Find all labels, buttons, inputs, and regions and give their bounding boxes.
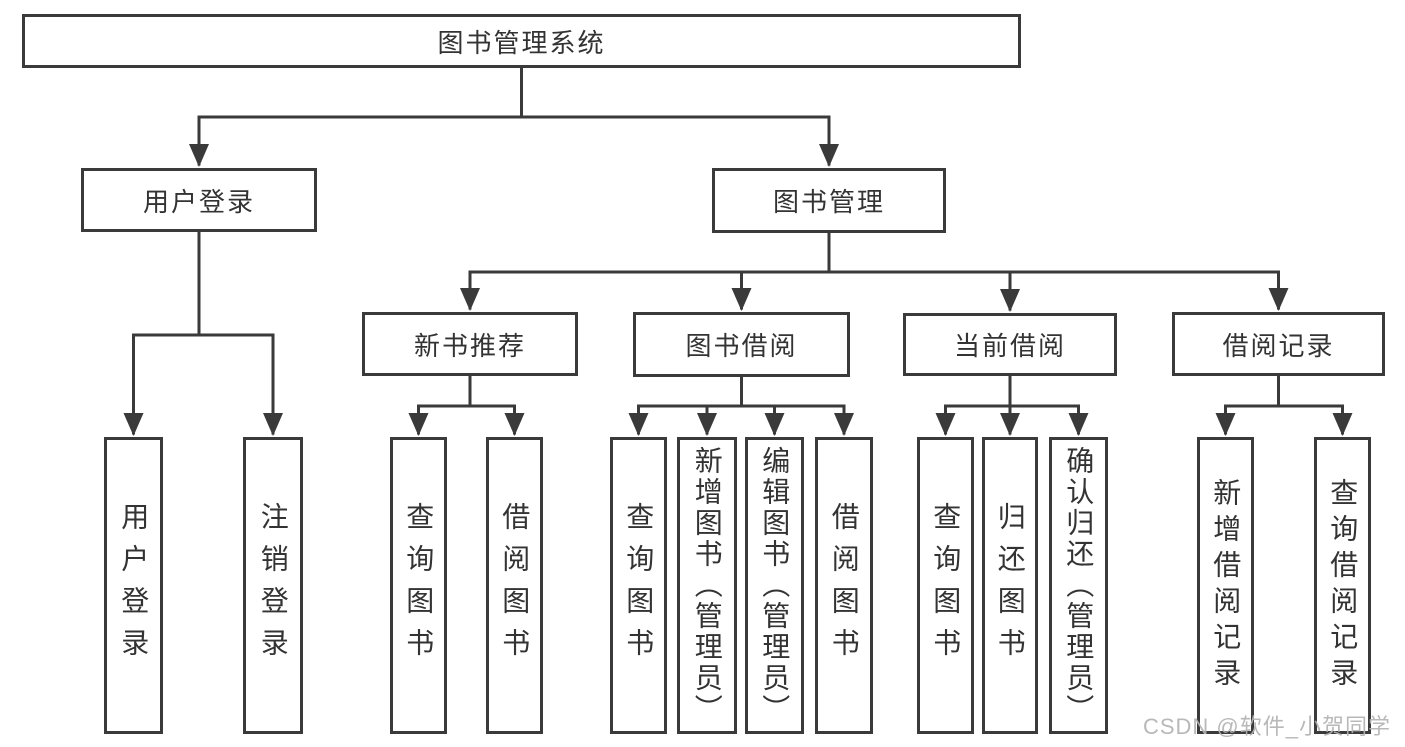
node-label-br-query-record: 查询借阅记录 [1327, 477, 1359, 694]
arrowhead-icon [834, 413, 854, 436]
arrowhead-icon [504, 413, 525, 436]
node-label-nbr-query-books: 查询图书 [403, 501, 435, 670]
node-logout-leaf: 注销登录 [243, 437, 303, 734]
node-bb-query-books: 查询图书 [610, 437, 667, 734]
node-cb-return-books: 归还图书 [982, 437, 1038, 734]
node-label-bb-query-books: 查询图书 [623, 501, 655, 670]
node-label-cb-query-books: 查询图书 [930, 501, 962, 670]
node-label-book-management: 图书管理 [772, 187, 885, 217]
arrowhead-icon [1000, 413, 1020, 436]
arrowhead-icon [935, 413, 956, 436]
arrowhead-icon [764, 413, 785, 436]
node-nbr-query-books: 查询图书 [390, 437, 447, 734]
node-label-user-login-leaf: 用户登录 [118, 501, 150, 670]
node-label-current-borrowing: 当前借阅 [953, 331, 1066, 361]
node-user-login: 用户登录 [81, 168, 317, 232]
arrowhead-icon [1068, 413, 1089, 436]
arrowhead-icon [408, 413, 429, 436]
node-book-management: 图书管理 [712, 168, 946, 233]
node-label-borrowing-records: 借阅记录 [1222, 330, 1335, 361]
arrowhead-icon [189, 144, 209, 167]
watermark: CSDN @软件_小贺同学 [1142, 714, 1391, 739]
arrowhead-icon [731, 288, 752, 311]
node-label-user-login: 用户登录 [142, 186, 255, 217]
node-cb-confirm-return-admin: 确认归还（管理员） [1049, 437, 1108, 734]
node-bb-edit-books-admin: 编辑图书（管理员） [745, 437, 804, 734]
node-label-bb-edit-books-admin: 编辑图书（管理员） [759, 446, 791, 725]
node-cb-query-books: 查询图书 [917, 437, 974, 734]
arrowhead-icon [1000, 289, 1020, 312]
node-current-borrowing: 当前借阅 [903, 313, 1117, 376]
node-label-bb-borrow-books: 借阅图书 [828, 501, 860, 670]
node-new-book-recommend: 新书推荐 [362, 312, 578, 376]
arrowhead-icon [628, 413, 649, 436]
arrowhead-icon [263, 413, 283, 436]
arrowhead-icon [123, 413, 144, 436]
arrowhead-icon [1268, 288, 1289, 311]
node-label-new-book-recommend: 新书推荐 [413, 330, 526, 361]
node-label-cb-return-books: 归还图书 [994, 501, 1026, 670]
arrowhead-icon [1215, 413, 1236, 436]
node-library-management-system: 图书管理系统 [22, 14, 1021, 68]
node-label-book-borrowing: 图书借阅 [685, 331, 798, 361]
node-borrowing-records: 借阅记录 [1172, 312, 1385, 376]
arrowhead-icon [819, 144, 839, 167]
node-label-cb-confirm-return-admin: 确认归还（管理员） [1063, 446, 1095, 725]
node-book-borrowing: 图书借阅 [633, 312, 850, 377]
node-user-login-leaf: 用户登录 [104, 437, 163, 734]
arrowhead-icon [697, 413, 717, 436]
node-bb-add-books-admin: 新增图书（管理员） [677, 437, 737, 734]
node-label-bb-add-books-admin: 新增图书（管理员） [691, 446, 723, 725]
node-br-add-record: 新增借阅记录 [1197, 437, 1254, 734]
node-label-logout-leaf: 注销登录 [257, 501, 289, 670]
node-bb-borrow-books: 借阅图书 [815, 437, 873, 734]
node-label-nbr-borrow-books: 借阅图书 [499, 501, 531, 670]
arrowhead-icon [1332, 413, 1353, 436]
node-nbr-borrow-books: 借阅图书 [486, 437, 543, 734]
node-label-library-management-system: 图书管理系统 [437, 27, 606, 58]
node-label-br-add-record: 新增借阅记录 [1210, 477, 1242, 694]
node-br-query-record: 查询借阅记录 [1314, 437, 1371, 734]
arrowhead-icon [460, 288, 480, 311]
